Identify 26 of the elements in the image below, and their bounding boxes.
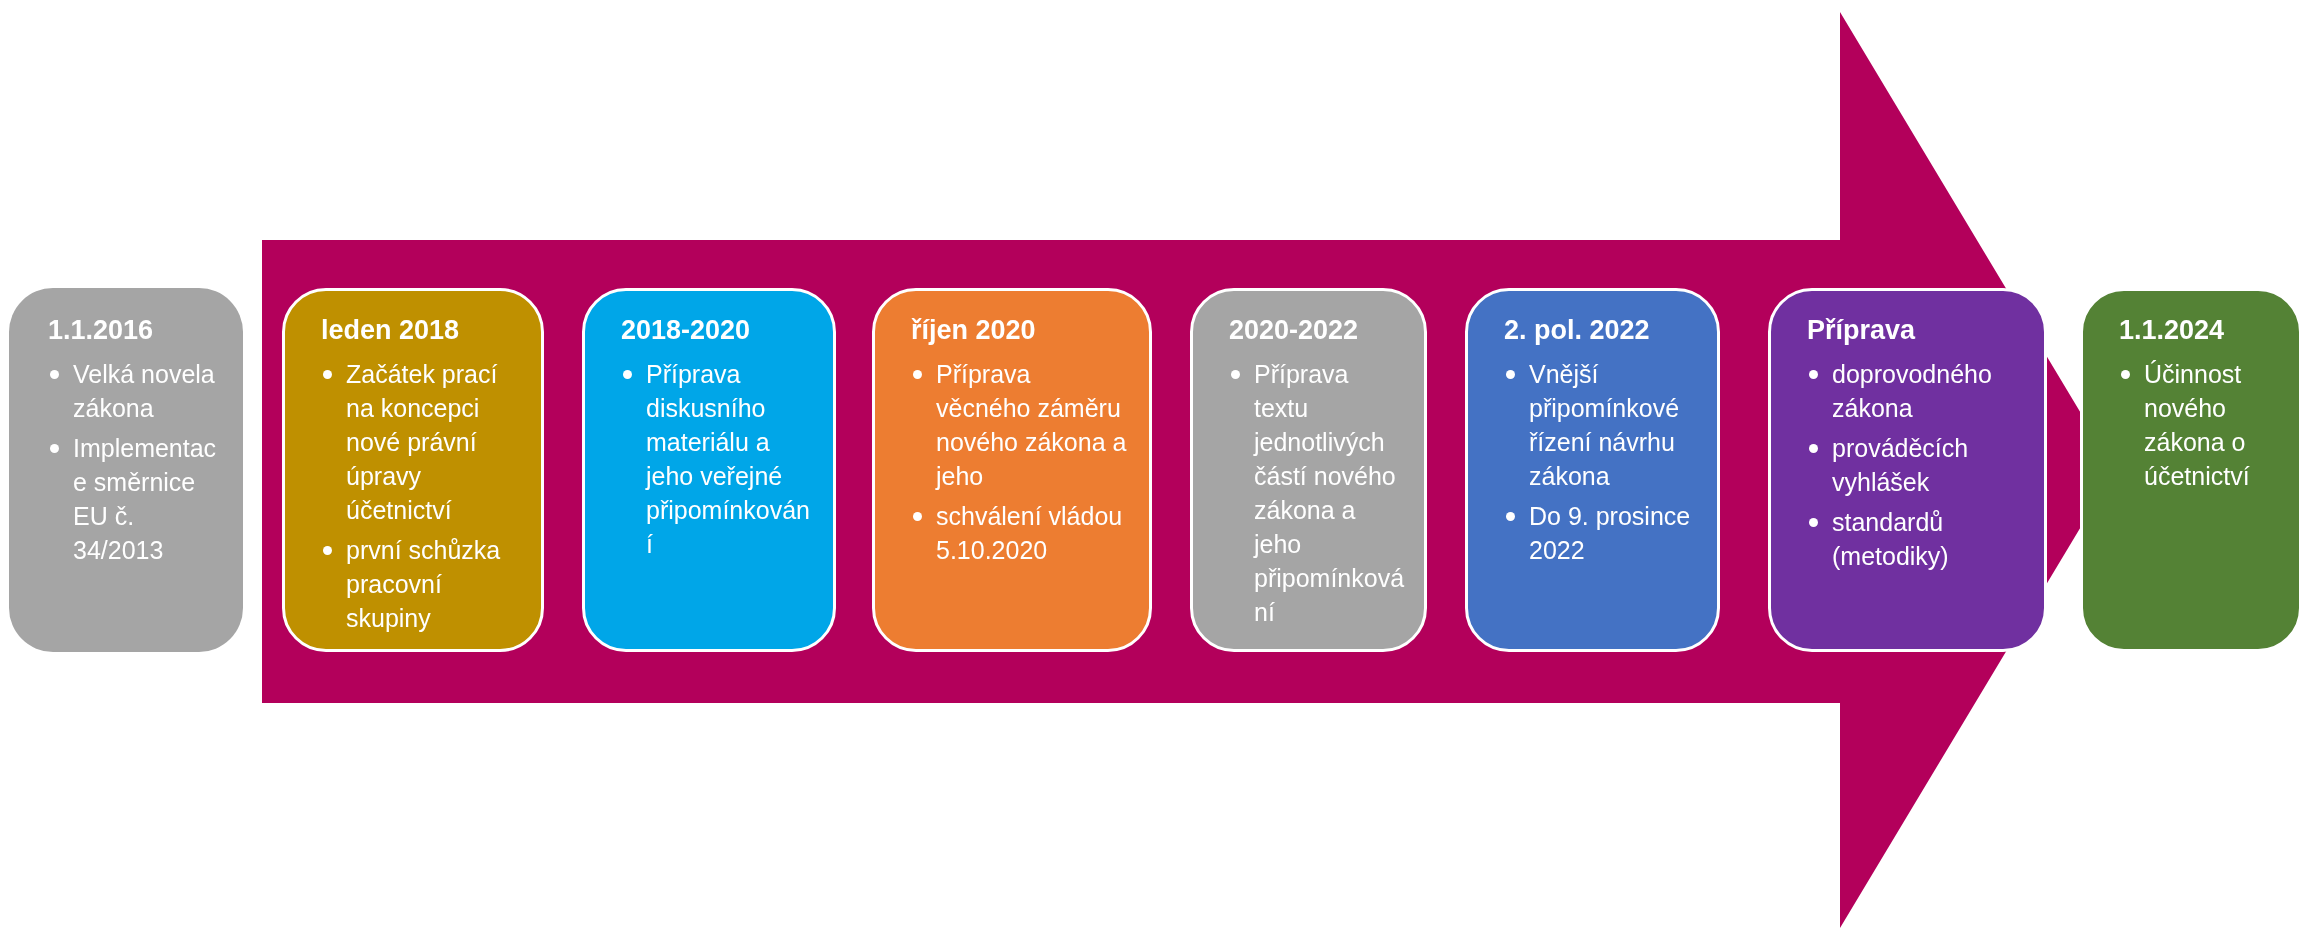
card-heading: 2020-2022 bbox=[1229, 314, 1360, 347]
bullet-text: Příprava diskusního materiálu a jeho veřejné připomínkování bbox=[646, 359, 811, 560]
card-heading: říjen 2020 bbox=[911, 314, 1037, 347]
timeline-card bbox=[1190, 288, 1427, 652]
timeline-card bbox=[582, 288, 836, 652]
bullet-text: Účinnost nového zákona o účetnictví bbox=[2144, 359, 2251, 492]
card-heading: 2. pol. 2022 bbox=[1504, 314, 1651, 347]
bullet-text: Vnější připomínkové řízení návrhu zákona bbox=[1529, 359, 1681, 492]
timeline-card bbox=[282, 288, 544, 652]
bullet-text: Příprava textu jednotlivých částí nového zákona a jeho připomínkování bbox=[1254, 359, 1406, 628]
bullet-text: Velká novela zákona bbox=[73, 359, 216, 424]
bullet-text: schválení vládou 5.10.2020 bbox=[936, 501, 1124, 566]
timeline-card bbox=[1768, 288, 2047, 652]
bullet-text: Do 9. prosince 2022 bbox=[1529, 501, 1692, 566]
timeline-card bbox=[1465, 288, 1720, 652]
timeline-card bbox=[872, 288, 1152, 652]
card-heading: Příprava bbox=[1807, 314, 1917, 347]
card-heading: leden 2018 bbox=[321, 314, 461, 347]
card-heading: 1.1.2016 bbox=[48, 314, 155, 347]
timeline-card bbox=[2080, 288, 2302, 652]
card-heading: 2018-2020 bbox=[621, 314, 752, 347]
card-heading: 1.1.2024 bbox=[2119, 314, 2226, 347]
bullet-text: první schůzka pracovní skupiny bbox=[346, 535, 502, 634]
bullet-text: standardů (metodiky) bbox=[1832, 507, 1950, 572]
bullet-text: Implementace směrnice EU č. 34/2013 bbox=[73, 433, 218, 566]
timeline-card bbox=[9, 288, 243, 652]
